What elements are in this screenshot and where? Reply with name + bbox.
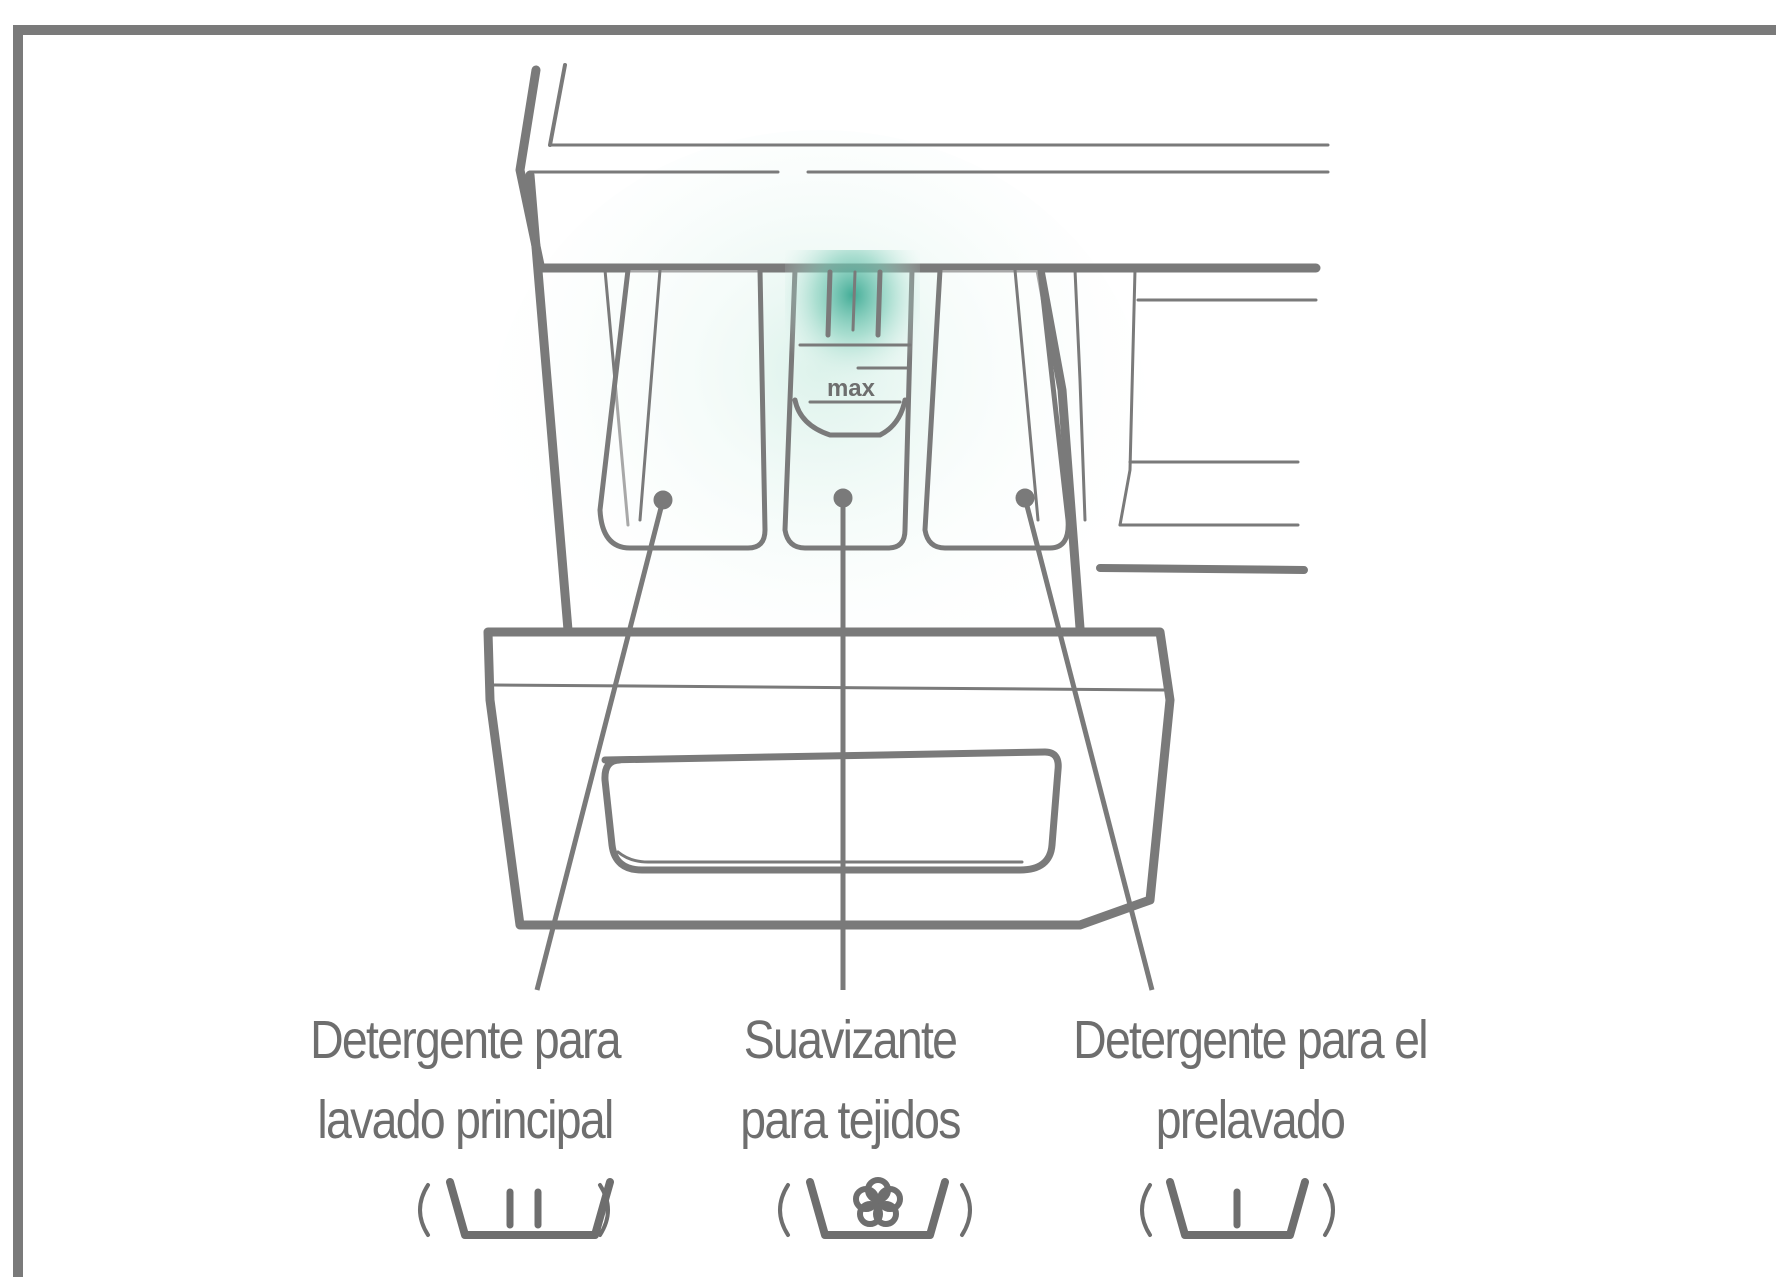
leader-line-main-wash bbox=[534, 490, 673, 991]
machine-top-panel bbox=[515, 63, 1330, 273]
label-main-wash-line2: lavado principal bbox=[317, 1090, 614, 1150]
leader-line-softener bbox=[833, 488, 853, 990]
softener-flower-tub-symbol-icon bbox=[778, 1177, 972, 1239]
label-prewash-line1: Detergente para el bbox=[1073, 1010, 1428, 1070]
machine-housing-left bbox=[525, 170, 573, 635]
label-prewash-line2: prelavado bbox=[1155, 1090, 1346, 1150]
max-level-marker: max bbox=[827, 375, 876, 402]
compartment-dividers bbox=[597, 267, 1071, 551]
label-main-wash-line1: Detergente para bbox=[310, 1010, 622, 1070]
label-main-wash-detergent: Detergente para lavado principal bbox=[263, 1000, 667, 1160]
label-softener-line1: Suavizante bbox=[743, 1010, 958, 1070]
label-fabric-softener: Suavizante para tejidos bbox=[704, 1000, 996, 1160]
softener-compartment: max bbox=[785, 250, 920, 438]
main-wash-tub-symbol-icon bbox=[418, 1178, 614, 1239]
machine-housing-right bbox=[1035, 265, 1318, 633]
label-prewash-detergent: Detergente para el prelavado bbox=[1044, 1000, 1457, 1160]
leader-line-prewash bbox=[1015, 488, 1155, 991]
prewash-tub-symbol-icon bbox=[1140, 1178, 1335, 1239]
drawer-handle bbox=[601, 748, 1062, 874]
outer-frame bbox=[13, 25, 1776, 1277]
label-softener-line2: para tejidos bbox=[740, 1090, 961, 1150]
